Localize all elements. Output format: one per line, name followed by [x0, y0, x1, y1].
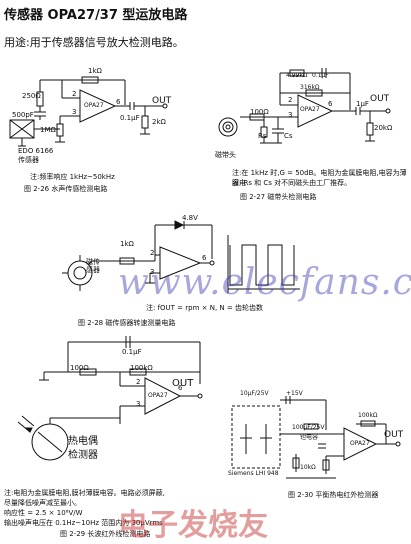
label-opa27: OPA27 [300, 106, 320, 113]
label-thermo1: 热电偶 [68, 436, 98, 447]
fig27-note-1: 注:在 1kHz 时,G = 50dB。电阻为金属膜电阻,电容为薄膜电 [232, 169, 407, 187]
label-1k: 1kΩ [88, 67, 102, 75]
label-out: OUT [370, 94, 390, 104]
fig30-caption: 图 2-30 平衡热电红外检测器 [288, 491, 379, 499]
label-100: 100Ω [70, 364, 89, 372]
label-sensor: 传感器 [18, 156, 39, 164]
label-magsensor: 磁传感器 [86, 258, 100, 274]
label-100k: 100kΩ [130, 364, 153, 372]
label-1m: 1MΩ [40, 126, 56, 134]
fig28-caption: 图 2-28 磁传感器转速测量电路 [78, 319, 176, 327]
label-316k: 316kΩ [300, 84, 320, 91]
label-499k: 4.99kΩ [286, 72, 308, 79]
label-pin3: 3 [72, 108, 77, 116]
label-out: OUT [172, 378, 194, 389]
label-pin6: 6 [178, 384, 183, 392]
fig29-caption: 图 2-29 长波红外线检测电路 [60, 530, 151, 538]
label-rs: Rs [258, 132, 267, 140]
fig27-note-2: 容, Rs 和 Cs 对不同磁头由工厂推荐。 [232, 179, 352, 187]
fig29-note-3: 响应性 = 2.5 × 10⁶V/W [4, 509, 83, 517]
label-pin3: 3 [136, 400, 141, 408]
watermark-brand: 电子发烧友 [118, 508, 268, 543]
label-opa27: OPA27 [148, 392, 168, 399]
label-500pf: 500pF [12, 111, 34, 119]
fig26-note: 注:频率响应 1kHz~50kHz [30, 173, 115, 181]
label-01uf: 0.1μF [312, 72, 329, 79]
label-10k: 10kΩ [300, 464, 316, 471]
label-opa27: OPA27 [350, 440, 370, 447]
label-pin6: 6 [202, 254, 207, 262]
label-pin6: 6 [328, 100, 333, 108]
label-pin2: 2 [288, 96, 293, 104]
label-1uf: 1μF [356, 100, 369, 108]
fig29-note-1: 注:电阻为金属膜电阻,膜衬薄膜电容。电路必须屏蔽, [4, 489, 165, 497]
usage-text: 用途:用于传感器信号放大检测电路。 [4, 36, 184, 49]
fig-2-27-schematic [218, 68, 391, 144]
watermark-url: www.elecfans.com [118, 262, 411, 303]
label-tantalum: 钽电容 [300, 434, 319, 441]
label-01uf: 0.1μF [120, 114, 140, 122]
label-pin2: 2 [150, 249, 155, 257]
label-01uf: 0.1μF [122, 348, 142, 356]
fig29-note-2: 尽量降低噪声减至最小。 [4, 499, 81, 507]
label-opa27: OPA27 [84, 102, 104, 109]
label-10uf: 10μF/25V [240, 390, 269, 397]
label-15v: +15V [286, 390, 303, 397]
page-title: 传感器 OPA27/37 型运放电路 [4, 8, 188, 23]
label-pin3: 3 [288, 111, 293, 119]
label-thermo2: 检测器 [68, 450, 98, 461]
label-pin2: 2 [72, 90, 77, 98]
fig-2-28-schematic [62, 220, 300, 293]
label-48v: 4.8V [182, 214, 198, 222]
label-250: 250Ω [22, 92, 41, 100]
label-20k: 20kΩ [374, 124, 393, 132]
fig28-note: 注: fOUT = rpm × N, N = 齿轮齿数 [146, 304, 263, 312]
fig26-caption: 图 2-26 水声传感检测电路 [24, 185, 108, 193]
label-100k: 100kΩ [358, 412, 378, 419]
label-out: OUT [152, 96, 172, 106]
label-1k: 1kΩ [120, 240, 134, 248]
fig-2-26-schematic [9, 76, 168, 147]
fig-2-29-schematic [17, 336, 203, 461]
label-edo: EDO 6166 [18, 147, 54, 155]
label-pin2: 2 [136, 378, 141, 386]
label-cs: Cs [284, 132, 293, 140]
label-out: OUT [384, 430, 404, 440]
fig27-caption: 图 2-27 磁带头检测电路 [240, 193, 317, 201]
label-pin6: 6 [116, 98, 121, 106]
label-tapehead: 磁带头 [215, 151, 236, 159]
label-2k: 2kΩ [152, 118, 166, 126]
label-pin3: 3 [150, 268, 155, 276]
label-100uf: 100μF/25V [292, 424, 325, 431]
label-siemens: Siemens LHI 948 [228, 470, 279, 477]
fig29-note-4: 输出噪声电压在 0.1Hz~10Hz 范围内为 30μVrms [4, 519, 163, 527]
fig-2-30-schematic [231, 396, 401, 479]
label-100: 100Ω [250, 108, 269, 116]
